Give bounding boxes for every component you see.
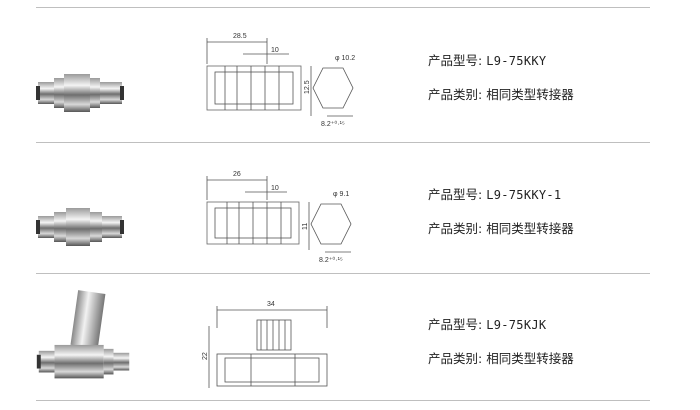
model-line-2: 产品型号: L9-75KKY-1 [428,186,574,204]
product-row-3: 34 22 产品型号: L9-75KJK 产品类别: 相同类型转接器 [0,276,700,406]
product-photo-1 [36,74,124,112]
separator-2 [36,273,650,274]
model-line-3: 产品型号: L9-75KJK [428,316,574,334]
dimension-drawing-1: 28.5 10 φ 10.2 12.5 8.2⁺⁰·¹⁵ [206,33,355,128]
category-line-1: 产品类别: 相同类型转接器 [428,86,574,104]
dim-length-1: 28.5 [233,33,247,40]
product-photo-3 [36,290,130,379]
model-number: L9-75KKY-1 [486,188,562,202]
dim-tol-2: 8.2⁺⁰·¹⁵ [319,256,343,264]
separator-1 [36,142,650,143]
separator-top [36,7,650,8]
product-info-3: 产品型号: L9-75KJK 产品类别: 相同类型转接器 [428,316,574,368]
dim-height-3: 22 [202,352,209,360]
category-label: 产品类别: [428,87,483,102]
dim-height-1: 12.5 [304,80,311,94]
dimension-drawing-2: 26 10 φ 9.1 11 8.2⁺⁰·¹⁵ [206,171,352,264]
model-label: 产品型号: [428,187,483,202]
category-value: 相同类型转接器 [486,351,574,366]
dim-dia-2: φ 9.1 [333,191,349,198]
dim-height-2: 11 [302,223,309,230]
dim-tol-1: 8.2⁺⁰·¹⁵ [321,120,345,128]
product-photo-2 [36,208,124,246]
category-line-2: 产品类别: 相同类型转接器 [428,220,574,238]
model-number: L9-75KKY [486,54,547,68]
dim-length-3: 34 [267,301,275,308]
category-line-3: 产品类别: 相同类型转接器 [428,350,574,368]
separator-bottom [36,400,650,401]
dim-length-2: 26 [233,171,241,178]
dimension-drawing-3: 34 22 [202,301,328,388]
product-info-2: 产品型号: L9-75KKY-1 产品类别: 相同类型转接器 [428,186,574,238]
category-label: 产品类别: [428,221,483,236]
dim-sub-2: 10 [271,185,279,192]
model-number: L9-75KJK [486,318,547,332]
product-row-2: 26 10 φ 9.1 11 8.2⁺⁰·¹⁵ 产品型号: L9-75KKY-1… [0,146,700,276]
category-value: 相同类型转接器 [486,221,574,236]
dim-dia-1: φ 10.2 [335,55,355,62]
dim-sub-1: 10 [271,47,279,54]
product-info-1: 产品型号: L9-75KKY 产品类别: 相同类型转接器 [428,52,574,104]
category-value: 相同类型转接器 [486,87,574,102]
product-row-1: 28.5 10 φ 10.2 12.5 8.2⁺⁰·¹⁵ 产品型号: L9-75… [0,12,700,142]
model-line-1: 产品型号: L9-75KKY [428,52,574,70]
model-label: 产品型号: [428,317,483,332]
category-label: 产品类别: [428,351,483,366]
model-label: 产品型号: [428,53,483,68]
